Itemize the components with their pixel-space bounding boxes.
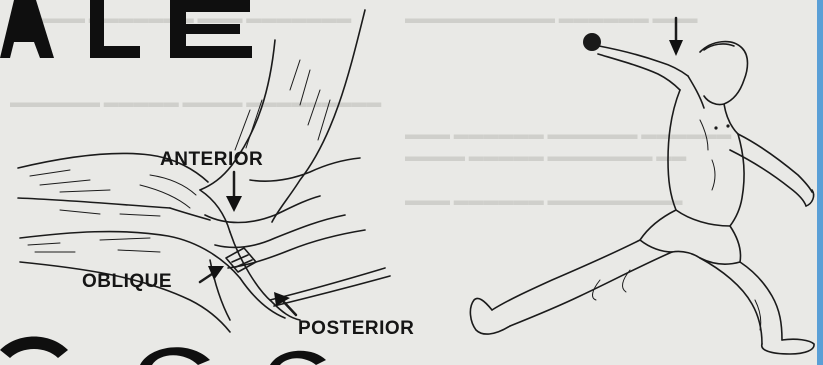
right-frame-edge — [817, 0, 823, 365]
